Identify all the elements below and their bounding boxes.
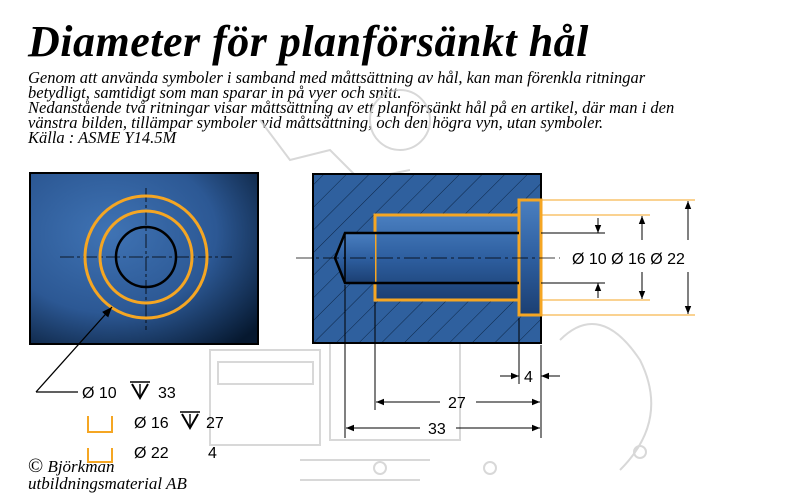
callout-dia-3: Ø 22 xyxy=(134,445,169,462)
copyright-symbol: © xyxy=(28,455,44,477)
dim-depth-4: 4 xyxy=(524,369,533,386)
right-section-view xyxy=(296,173,560,344)
callout-depth-2: 27 xyxy=(206,415,224,432)
callout-depth-3: 4 xyxy=(208,445,217,462)
dim-depth-33: 33 xyxy=(428,421,446,438)
intro-text: Genom att använda symboler i samband med… xyxy=(28,68,788,147)
dim-depth-27: 27 xyxy=(448,395,466,412)
paragraph-line: Genom att använda symboler i samband med… xyxy=(28,68,646,87)
callout-dia-2: Ø 16 xyxy=(134,415,169,432)
copyright: © Björkman utbildningsmaterial AB xyxy=(28,455,187,493)
page-title: Diameter för planförsänkt hål xyxy=(28,17,589,66)
callout-dia-1: Ø 10 xyxy=(82,385,117,402)
counterbore-symbol-icon xyxy=(87,448,113,463)
depth-symbol-icon xyxy=(180,411,200,431)
callout-depth-1: 33 xyxy=(158,385,176,402)
paragraph-line: vänstra bilden, tillämpar symboler vid m… xyxy=(28,113,604,132)
diameter-dimensions xyxy=(541,199,695,316)
background-illustration xyxy=(209,89,653,481)
dia-dim-labels: Ø 10 Ø 16 Ø 22 xyxy=(572,251,685,268)
leader-line xyxy=(35,306,113,393)
copyright-line1: Björkman xyxy=(47,457,115,476)
depth-symbol-icon xyxy=(130,381,150,401)
paragraph-line: Nedanstående två ritningar visar måttsät… xyxy=(28,98,675,117)
callout-block: Ø 10 33 Ø 16 27 Ø 22 4 xyxy=(82,381,224,463)
paragraph-line: betydligt, samtidigt som man sparar in p… xyxy=(28,83,402,102)
counterbore-symbol-icon xyxy=(87,416,113,433)
source-line: Källa : ASME Y14.5M xyxy=(28,128,177,147)
copyright-line2: utbildningsmaterial AB xyxy=(28,474,187,493)
depth-dimensions xyxy=(344,285,560,438)
left-top-view xyxy=(29,172,259,345)
